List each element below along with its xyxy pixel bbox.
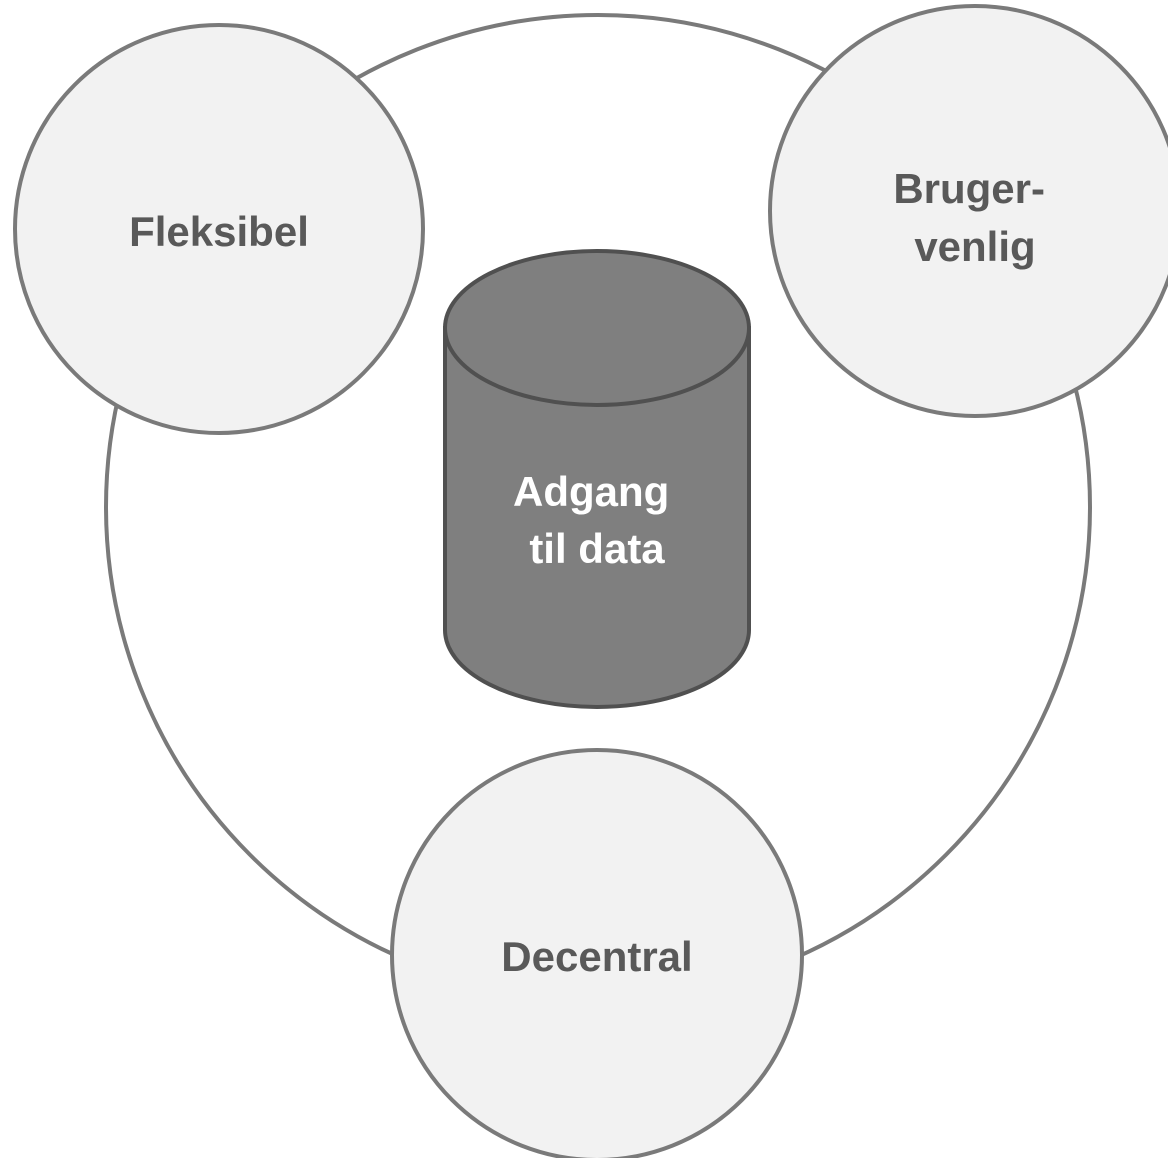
satellite-flexible-label: Fleksibel — [129, 208, 309, 255]
database-cylinder: Adgang til data — [443, 249, 751, 709]
center-label: Adgang til data — [513, 468, 681, 572]
satellite-user-friendly-circle — [768, 4, 1168, 418]
satellite-flexible: Fleksibel — [13, 23, 425, 435]
satellite-user-friendly: Bruger- venlig — [768, 4, 1168, 418]
satellite-user-friendly-line-1: Bruger- — [893, 165, 1045, 212]
cylinder-top — [443, 249, 751, 407]
satellite-user-friendly-line-2: venlig — [914, 223, 1035, 270]
center-label-line-2: til data — [529, 525, 665, 572]
satellite-decentral-line-1: Decentral — [501, 933, 692, 980]
cylinder-body — [443, 326, 751, 709]
center-label-line-1: Adgang — [513, 468, 669, 515]
satellite-user-friendly-label: Bruger- venlig — [893, 165, 1056, 270]
satellite-flexible-circle — [13, 23, 425, 435]
satellite-decentral: Decentral — [390, 748, 804, 1158]
satellite-decentral-label: Decentral — [501, 933, 692, 980]
satellite-flexible-line-1: Fleksibel — [129, 208, 309, 255]
satellite-decentral-circle — [390, 748, 804, 1158]
